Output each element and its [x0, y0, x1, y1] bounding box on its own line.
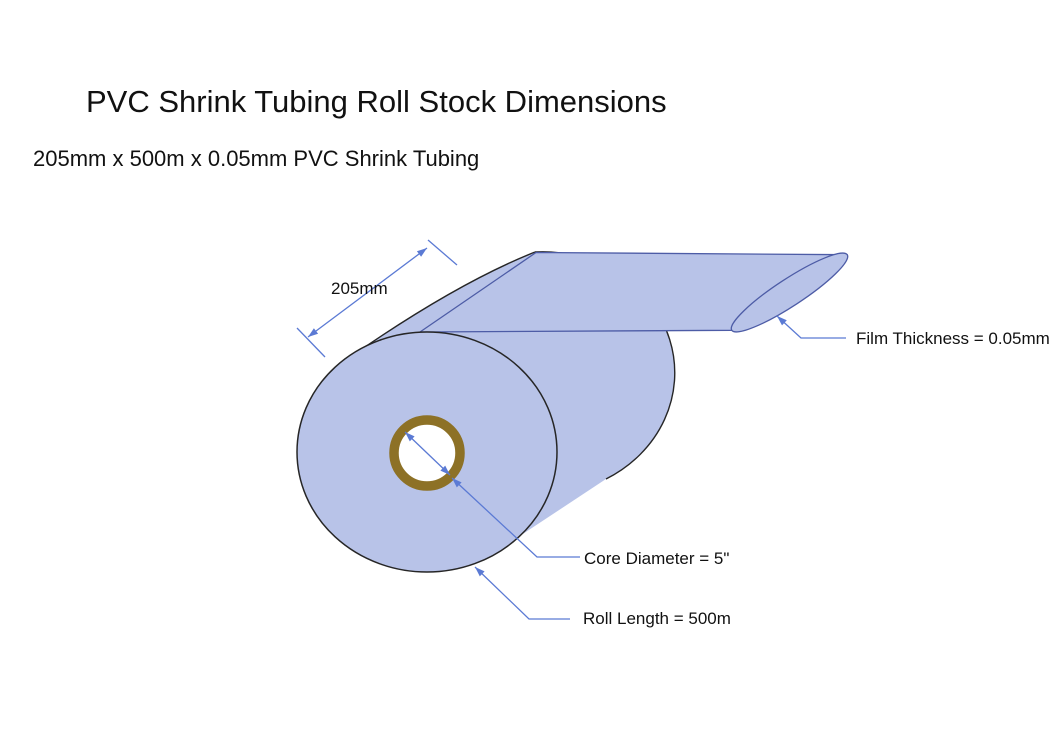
annotations — [296, 239, 846, 620]
core-diameter-label: Core Diameter = 5" — [584, 549, 730, 568]
film-thickness-label: Film Thickness = 0.05mm — [856, 329, 1050, 348]
roll-top-silhouette — [361, 251, 536, 350]
roll-length-leader — [474, 566, 570, 620]
width-dimension-label: 205mm — [331, 279, 388, 298]
roll-length-label: Roll Length = 500m — [583, 609, 731, 628]
page-title: PVC Shrink Tubing Roll Stock Dimensions — [86, 84, 667, 119]
page-subtitle: 205mm x 500m x 0.05mm PVC Shrink Tubing — [33, 146, 480, 171]
core-diameter-arrow — [404, 431, 451, 476]
width-dimension-arrow — [296, 239, 458, 358]
film-thickness-leader — [776, 315, 846, 339]
film-tube-end — [730, 252, 849, 333]
core-diameter-leader — [451, 477, 580, 558]
